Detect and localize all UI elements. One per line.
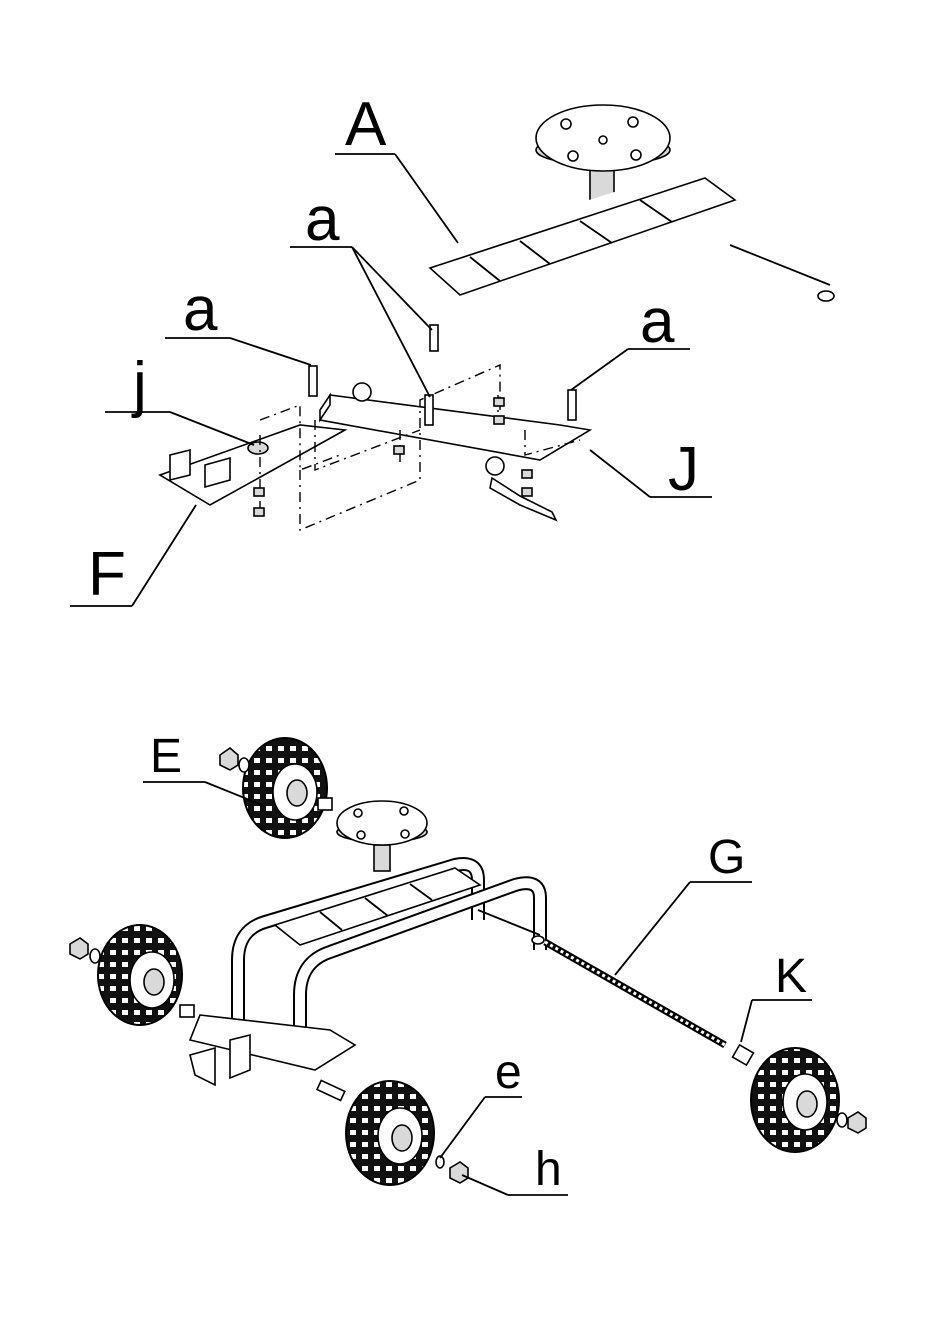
axle-G xyxy=(545,942,753,1065)
foot-plate-F xyxy=(160,425,345,505)
label-h: h xyxy=(535,1143,562,1196)
label-a-left: a xyxy=(183,275,218,344)
frame-top xyxy=(380,168,834,390)
label-A: A xyxy=(345,90,387,159)
label-a-center: a xyxy=(305,185,340,254)
base-plate-J xyxy=(320,383,590,520)
label-E: E xyxy=(150,730,182,783)
label-j: j xyxy=(131,350,147,419)
bottom-assembly-view: E G K e h xyxy=(70,730,866,1196)
seat-bottom xyxy=(337,801,427,871)
wheel-E xyxy=(220,738,332,838)
frame-bottom xyxy=(190,864,544,1085)
wheel-front xyxy=(317,1080,468,1185)
label-K: K xyxy=(775,950,807,1003)
label-e: e xyxy=(495,1046,522,1099)
label-F: F xyxy=(88,540,126,609)
label-G: G xyxy=(708,831,745,884)
wheel-left xyxy=(70,925,194,1025)
label-J: J xyxy=(668,435,699,504)
label-a-right: a xyxy=(640,287,675,356)
wheel-right xyxy=(751,1048,866,1152)
top-assembly-view: A a a a j J F xyxy=(70,90,834,609)
